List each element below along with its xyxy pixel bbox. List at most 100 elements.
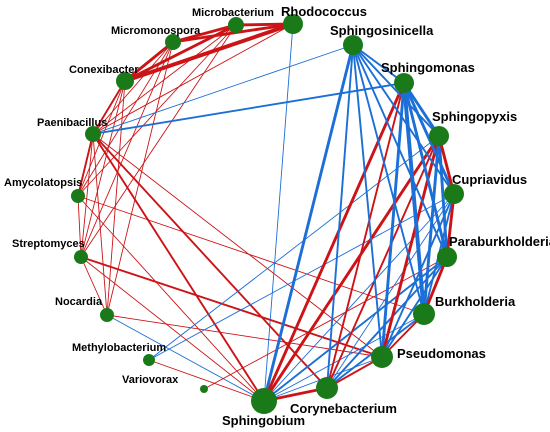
node-methylobacterium [143,354,155,366]
label-rhodococcus: Rhodococcus [281,4,367,19]
edge-sphingopyxis-sphingosinicella [352,44,440,137]
node-sphingobium [251,388,277,414]
label-layer: Rhodococcus MicrobacteriumMicromonosporaC… [4,4,550,428]
edge-microbacterium-amycolatopsis [77,24,237,197]
node-burkholderia [413,303,435,325]
node-cupriavidus [444,184,464,204]
node-rhodococcus [283,14,303,34]
edge-paenibacillus-streptomyces [80,133,94,258]
node-paraburkholderia [437,247,457,267]
node-variovorax [200,385,208,393]
node-streptomyces [74,250,88,264]
edge-cupriavidus-sphingomonas [402,81,456,196]
label-sphingopyxis: Sphingopyxis [432,109,517,124]
label-burkholderia: Burkholderia [435,294,516,309]
node-micromonospora [165,34,181,50]
edge-sphingobium-sphingosinicella [262,43,355,403]
edge-pseudomonas-sphingosinicella [352,44,383,358]
label-conexibacter: Conexibacter [69,64,139,76]
label-methylobacterium: Methylobacterium [72,342,166,354]
edge-paenibacillus-pseudomonas [92,133,383,358]
edge-conexibacter-streptomyces [80,80,126,258]
edge-variovorax-paraburkholderia [203,256,448,390]
node-pseudomonas [371,346,393,368]
edge-paraburkholderia-sphingomonas [402,81,449,259]
label-amycolatopsis: Amycolatopsis [4,177,82,189]
label-corynebacterium: Corynebacterium [290,401,397,416]
edge-paenibacillus-nocardia [92,133,108,316]
edge-pseudomonas-paraburkholderia [381,256,448,358]
node-layer [71,14,464,414]
edge-microbacterium-micromonospora [171,23,238,44]
edge-layer [77,22,456,403]
edge-sphingobium-sphingopyxis [262,134,441,403]
edge-rhodococcus-paenibacillus [92,23,294,135]
edge-paraburkholderia-cupriavidus [445,192,456,259]
edge-sphingopyxis-sphingomonas [402,81,441,138]
edge-sphingobium-burkholderia [263,313,425,402]
label-variovorax: Variovorax [122,374,179,386]
node-paenibacillus [85,126,101,142]
edge-methylobacterium-sphingopyxis [148,135,440,361]
edge-methylobacterium-sphingobium [148,359,265,402]
node-nocardia [100,308,114,322]
edge-streptomyces-nocardia [80,256,108,316]
edge-cupriavidus-sphingosinicella [352,44,455,195]
edge-micromonospora-streptomyces [80,41,174,258]
edge-corynebacterium-sphingopyxis [326,135,440,389]
node-corynebacterium [316,377,338,399]
label-sphingomonas: Sphingomonas [381,60,475,75]
label-paraburkholderia: Paraburkholderia [449,234,550,249]
label-nocardia: Nocardia [55,296,103,308]
edge-conexibacter-paenibacillus [92,80,126,135]
node-sphingosinicella [343,35,363,55]
edge-sphingobium-cupriavidus [263,193,455,402]
edge-pseudomonas-sphingomonas [380,81,406,359]
edge-nocardia-sphingobium [106,314,265,402]
edge-streptomyces-sphingobium [80,256,265,402]
label-pseudomonas: Pseudomonas [397,346,486,361]
node-sphingopyxis [429,126,449,146]
label-streptomyces: Streptomyces [12,238,85,250]
label-sphingosinicella: Sphingosinicella [330,23,434,38]
edge-paenibacillus-sphingobium [92,133,265,402]
edge-burkholderia-sphingomonas [402,81,426,316]
edge-paenibacillus-amycolatopsis [77,133,94,197]
edge-micromonospora-paenibacillus [92,41,174,135]
edge-methylobacterium-cupriavidus [148,193,455,361]
edge-paraburkholderia-sphingosinicella [352,44,448,258]
label-microbacterium: Microbacterium [192,7,274,19]
edge-rhodococcus-sphingobium [263,23,294,402]
edge-sphingomonas-sphingosinicella [352,44,405,84]
edge-microbacterium-conexibacter [123,23,238,83]
edge-amycolatopsis-streptomyces [77,195,82,258]
edge-rhodococcus-conexibacter [123,22,295,83]
edge-conexibacter-amycolatopsis [77,80,126,197]
edge-corynebacterium-sphingomonas [326,82,405,389]
edge-paenibacillus-sphingomonas [92,82,405,135]
edge-burkholderia-sphingosinicella [352,44,425,315]
edge-microbacterium-paenibacillus [92,24,237,135]
node-amycolatopsis [71,189,85,203]
label-paenibacillus: Paenibacillus [37,117,107,129]
edge-streptomyces-pseudomonas [80,256,383,358]
edge-pseudomonas-cupriavidus [381,193,455,358]
label-cupriavidus: Cupriavidus [452,172,527,187]
edge-sphingobium-sphingomonas [262,81,406,403]
edge-paenibacillus-sphingosinicella [92,44,354,135]
label-sphingobium: Sphingobium [222,413,305,428]
edge-rhodococcus-micromonospora [171,22,295,44]
edge-paraburkholderia-sphingopyxis [437,134,449,259]
edge-pseudomonas-sphingopyxis [380,134,441,359]
node-conexibacter [116,72,134,90]
edge-micromonospora-conexibacter [123,40,175,83]
label-micromonospora: Micromonospora [111,25,201,37]
node-sphingomonas [394,73,414,93]
edge-amycolatopsis-sphingobium [77,195,265,402]
node-microbacterium [228,17,244,33]
edge-amycolatopsis-burkholderia [77,195,425,315]
edge-corynebacterium-sphingosinicella [326,44,354,389]
edge-microbacterium-streptomyces [80,24,237,258]
edge-conexibacter-nocardia [106,80,126,316]
